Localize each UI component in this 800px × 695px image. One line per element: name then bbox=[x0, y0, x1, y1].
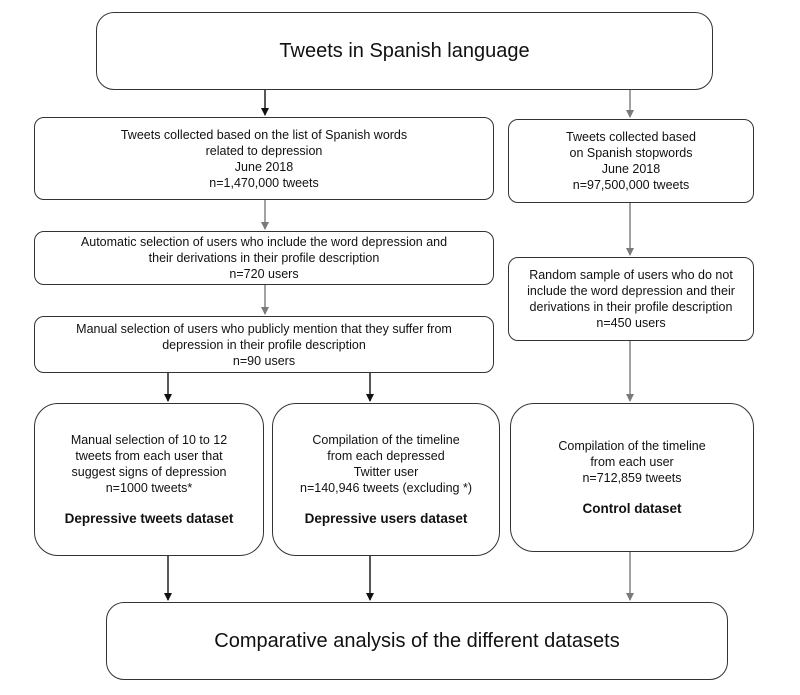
selection-line: their derivations in their profile descr… bbox=[148, 251, 380, 265]
sample-line: include the word depression and their bbox=[527, 284, 735, 298]
automatic-selection-box: Automatic selection of users who include… bbox=[34, 231, 494, 285]
title-box: Tweets in Spanish language bbox=[96, 12, 713, 90]
collection-date: June 2018 bbox=[234, 159, 294, 174]
collection-date: June 2018 bbox=[601, 162, 661, 176]
collection-count: n=1,470,000 tweets bbox=[209, 175, 319, 190]
dataset-name: Control dataset bbox=[582, 500, 682, 516]
stopwords-collection-box: Tweets collected based on Spanish stopwo… bbox=[508, 119, 754, 203]
dataset-line: Compilation of the timeline bbox=[558, 438, 706, 453]
dataset-name: Depressive users dataset bbox=[304, 510, 468, 526]
collection-line: on Spanish stopwords bbox=[569, 146, 693, 160]
dataset-line: suggest signs of depression bbox=[71, 464, 227, 479]
depressive-users-dataset-box: Compilation of the timeline from each de… bbox=[272, 403, 500, 556]
collection-line: Tweets collected based on the list of Sp… bbox=[120, 127, 408, 142]
dataset-count: n=712,859 tweets bbox=[582, 470, 682, 485]
manual-selection-box: Manual selection of users who publicly m… bbox=[34, 316, 494, 373]
selection-line: Manual selection of users who publicly m… bbox=[76, 321, 452, 336]
comparative-analysis-box: Comparative analysis of the different da… bbox=[106, 602, 728, 680]
title-text: Tweets in Spanish language bbox=[279, 40, 530, 62]
dataset-line: Twitter user bbox=[353, 464, 419, 479]
depressive-tweets-dataset-box: Manual selection of 10 to 12 tweets from… bbox=[34, 403, 264, 556]
dataset-line: from each depressed bbox=[327, 448, 445, 463]
dataset-line: tweets from each user that bbox=[75, 448, 223, 463]
dataset-line: from each user bbox=[590, 454, 674, 469]
dataset-count: n=140,946 tweets (excluding *) bbox=[300, 480, 472, 495]
dataset-line: Manual selection of 10 to 12 bbox=[70, 432, 228, 447]
sample-line: Random sample of users who do not bbox=[529, 268, 733, 282]
selection-count: n=720 users bbox=[229, 267, 299, 281]
dataset-name: Depressive tweets dataset bbox=[64, 510, 234, 526]
dataset-line: Compilation of the timeline bbox=[312, 432, 460, 447]
selection-line: depression in their profile description bbox=[162, 337, 366, 352]
spanish-words-collection-box: Tweets collected based on the list of Sp… bbox=[34, 117, 494, 200]
collection-line: Tweets collected based bbox=[566, 130, 696, 144]
sample-count: n=450 users bbox=[596, 316, 666, 330]
collection-line: related to depression bbox=[205, 143, 323, 158]
collection-count: n=97,500,000 tweets bbox=[572, 178, 690, 192]
selection-line: Automatic selection of users who include… bbox=[80, 235, 448, 249]
sample-line: derivations in their profile description bbox=[529, 300, 733, 314]
selection-count: n=90 users bbox=[232, 353, 296, 368]
control-dataset-box: Compilation of the timeline from each us… bbox=[510, 403, 754, 552]
dataset-count: n=1000 tweets* bbox=[105, 480, 193, 495]
final-text: Comparative analysis of the different da… bbox=[214, 630, 620, 652]
random-sample-box: Random sample of users who do not includ… bbox=[508, 257, 754, 341]
